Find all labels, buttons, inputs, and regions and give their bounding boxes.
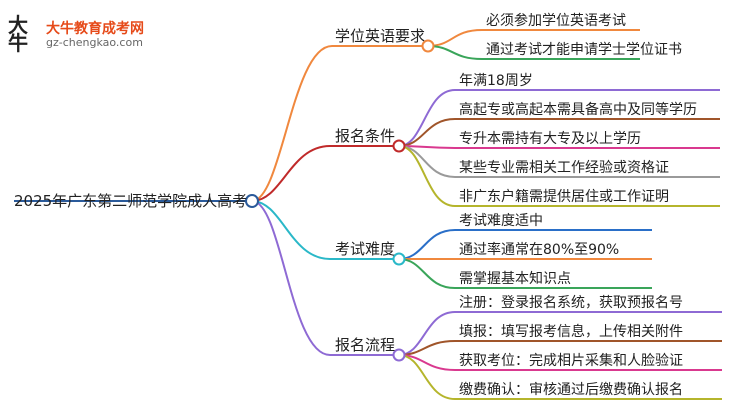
leaf-line-4-4	[398, 354, 722, 400]
branch-label-4: 报名流程	[335, 336, 396, 354]
leaf-label: 注册：登录报名系统，获取预报名号	[459, 295, 683, 311]
branch-node-3	[392, 252, 406, 266]
leaf-label: 考试难度适中	[459, 213, 543, 229]
root-node-label: 2025年广东第二师范学院成人高考	[14, 192, 248, 210]
logo: 大牛 大牛教育成考网 gz-chengkao.com	[8, 13, 158, 55]
leaf-line-2-1	[398, 89, 720, 147]
connector-branch-4	[251, 200, 399, 356]
root-node	[245, 194, 259, 208]
leaf-label: 专升本需持有大专及以上学历	[459, 131, 641, 147]
branch-label-1: 学位英语要求	[335, 27, 426, 45]
leaf-label: 非广东户籍需提供居住或工作证明	[459, 189, 669, 205]
leaf-label: 通过率通常在80%至90%	[459, 242, 620, 258]
leaf-label: 缴费确认：审核通过后缴费确认报名	[459, 382, 683, 398]
leaf-line-2-2	[398, 118, 720, 147]
leaf-line-1-2	[427, 45, 640, 60]
leaf-line-3-1	[398, 229, 652, 260]
logo-mark: 大牛	[8, 13, 28, 55]
leaf-label: 需掌握基本知识点	[459, 271, 571, 287]
leaf-line-4-1	[398, 311, 722, 356]
connector-branch-2	[251, 145, 399, 202]
leaf-label: 高起专或高起本需具备高中及同等学历	[459, 102, 697, 118]
branch-node-4	[392, 348, 406, 362]
branch-label-3: 考试难度	[335, 240, 396, 258]
leaf-label: 填报：填写报考信息，上传相关附件	[459, 324, 683, 340]
branch-label-2: 报名条件	[335, 127, 396, 145]
connector-branch-1	[251, 45, 428, 202]
logo-url: gz-chengkao.com	[46, 36, 143, 49]
branch-node-1	[421, 39, 435, 53]
leaf-line-3-3	[398, 258, 652, 289]
leaf-label: 某些专业需相关工作经验或资格证	[459, 160, 669, 176]
connector-branch-3	[251, 200, 399, 260]
leaf-label: 年满18周岁	[459, 73, 533, 89]
leaf-label: 获取考位：完成相片采集和人脸验证	[459, 353, 683, 369]
leaf-label: 通过考试才能申请学士学位证书	[486, 42, 682, 58]
logo-site-name: 大牛教育成考网	[46, 21, 144, 37]
leaf-label: 必须参加学位英语考试	[486, 13, 626, 29]
branch-node-2	[392, 139, 406, 153]
leaf-line-2-5	[398, 145, 720, 207]
